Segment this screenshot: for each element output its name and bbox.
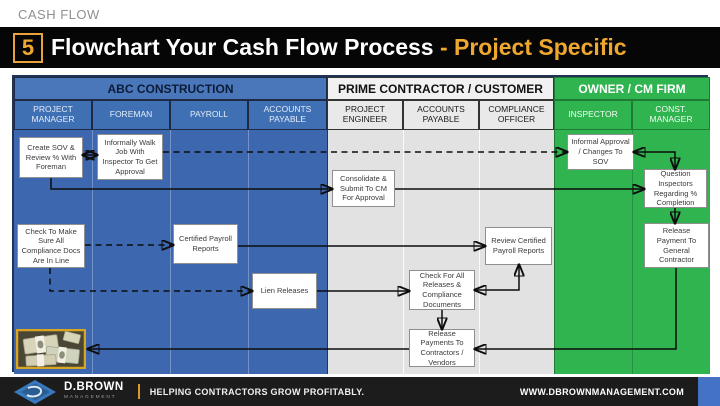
brand-name: D.BROWN [64, 381, 124, 394]
flow-box-consolidate-submit: Consolidate & Submit To CM For Approval [332, 170, 395, 207]
lane-divider [170, 130, 171, 374]
flow-box-create-sov: Create SOV & Review % With Foreman [19, 137, 83, 178]
lane-header-compliance-officer: COMPLIANCE OFFICER [479, 100, 554, 130]
lane-divider [248, 130, 249, 374]
dbrown-logo-icon [14, 379, 56, 404]
flow-box-check-compliance-docs: Check To Make Sure All Compliance Docs A… [17, 224, 85, 268]
lane-divider [403, 130, 404, 374]
lane-header-payroll: PAYROLL [170, 100, 248, 130]
slide-number-badge: 5 [13, 32, 43, 63]
flow-box-release-payments-contractors: Release Payments To Contractors / Vendor… [409, 329, 475, 367]
lane-header-inspector: INSPECTOR [554, 100, 632, 130]
flow-box-question-inspectors: Question Inspectors Regarding % Completi… [644, 169, 707, 208]
flow-box-informally-walk-job: Informally Walk Job With Inspector To Ge… [97, 134, 163, 180]
lane-header-project-engineer: PROJECT ENGINEER [327, 100, 403, 130]
lane-header-project-manager: PROJECT MANAGER [14, 100, 92, 130]
group-header-abc-construction: ABC CONSTRUCTION [14, 77, 327, 100]
footer-tagline: HELPING CONTRACTORS GROW PROFITABLY. [149, 386, 365, 397]
lane-header-const-manager: CONST. MANAGER [632, 100, 710, 130]
group-divider [327, 130, 328, 374]
footer-blue-chip [698, 377, 720, 406]
group-header-owner-cm-firm: OWNER / CM FIRM [554, 77, 710, 100]
title-bar: 5 Flowchart Your Cash Flow Process - Pro… [0, 27, 720, 68]
footer-brand: D.BROWN MANAGEMENT [64, 382, 124, 400]
title-main: Flowchart Your Cash Flow Process [51, 34, 434, 60]
footer-bar: D.BROWN MANAGEMENT HELPING CONTRACTORS G… [0, 377, 720, 406]
lane-divider [479, 130, 480, 374]
flow-box-release-payment-gc: Release Payment To General Contractor [644, 223, 709, 268]
lane-header-accounts-payable-prime: ACCOUNTS PAYABLE [403, 100, 479, 130]
lane-header-foreman: FOREMAN [92, 100, 170, 130]
flow-box-certified-payroll: Certified Payroll Reports [173, 224, 238, 264]
flow-box-lien-releases: Lien Releases [252, 273, 317, 309]
lane-divider [92, 130, 93, 374]
flow-box-check-for-all-releases: Check For All Releases & Compliance Docu… [409, 270, 475, 310]
footer-divider [137, 384, 140, 399]
group-header-prime-contractor: PRIME CONTRACTOR / CUSTOMER [327, 77, 554, 100]
flowchart: ABC CONSTRUCTION PRIME CONTRACTOR / CUST… [12, 75, 710, 374]
lane-header-accounts-payable-abc: ACCOUNTS PAYABLE [248, 100, 327, 130]
page-title: Flowchart Your Cash Flow Process - Proje… [51, 34, 627, 61]
brand-subtitle: MANAGEMENT [64, 394, 117, 400]
flow-box-review-certified-payroll: Review Certified Payroll Reports [485, 227, 552, 265]
title-subtitle: - Project Specific [439, 34, 627, 60]
kicker-label: CASH FLOW [18, 7, 100, 22]
flow-box-informal-approval: Informal Approval / Changes To SOV [567, 134, 634, 170]
lane-divider [632, 130, 633, 374]
cash-image [16, 329, 86, 369]
group-divider [554, 130, 555, 374]
footer-website: WWW.DBROWNMANAGEMENT.COM [519, 386, 684, 397]
